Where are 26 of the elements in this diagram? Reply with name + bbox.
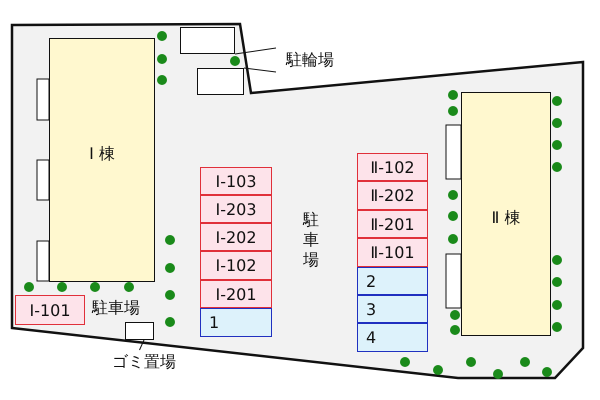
parking-space: 4 xyxy=(357,323,428,352)
shed-box xyxy=(180,27,235,54)
building-block: Ⅱ 棟 xyxy=(461,92,551,336)
leader-line xyxy=(244,68,276,72)
area-label: 駐車場 xyxy=(92,298,140,319)
shed-box xyxy=(197,68,244,95)
parking-space: Ⅰ-202 xyxy=(200,223,272,251)
area-label: ゴミ置場 xyxy=(103,350,185,374)
leader-line xyxy=(234,48,276,54)
area-label: 駐輪場 xyxy=(276,48,344,72)
parking-space: Ⅱ-202 xyxy=(357,181,428,210)
parking-space: Ⅱ-101 xyxy=(357,238,428,267)
parking-space: Ⅰ-101 xyxy=(15,295,85,325)
parking-space: Ⅰ-201 xyxy=(200,280,272,308)
shed-box xyxy=(125,322,154,340)
area-label: 駐車場 xyxy=(303,210,319,270)
parking-space: Ⅰ-203 xyxy=(200,195,272,223)
parking-space: 2 xyxy=(357,267,428,295)
leader-line xyxy=(139,340,144,350)
parking-space: Ⅱ-201 xyxy=(357,210,428,238)
parking-space: Ⅰ-103 xyxy=(200,167,272,195)
parking-space: Ⅱ-102 xyxy=(357,153,428,181)
parking-space: Ⅰ-102 xyxy=(200,251,272,280)
parking-space: 1 xyxy=(200,308,272,337)
parking-space: 3 xyxy=(357,295,428,323)
building-block: Ⅰ 棟 xyxy=(49,38,155,282)
